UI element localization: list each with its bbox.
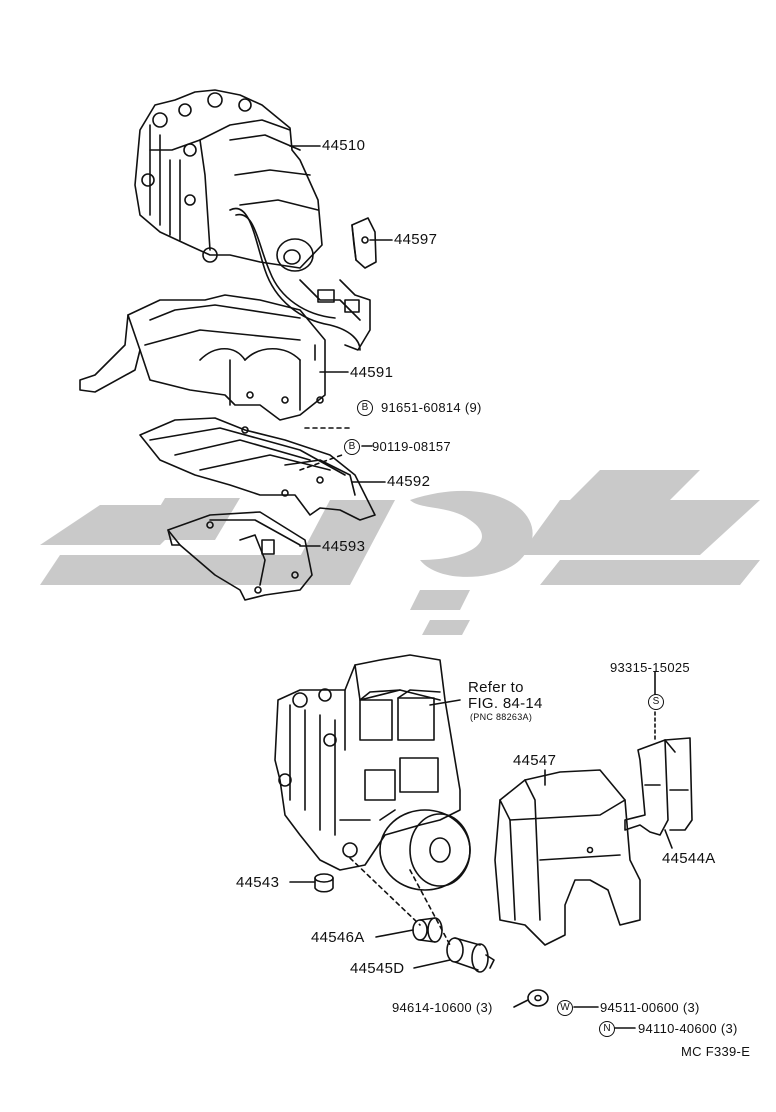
label-44592: 44592 [387,473,431,490]
refer-line1: Refer to [468,679,524,696]
badge-w-icon: W [557,1000,573,1016]
refer-line3: (PNC 88263A) [470,712,533,722]
badge-b-icon: B [344,439,360,455]
label-90119: 90119-08157 [372,439,451,454]
label-94614: 94614-10600 (3) [392,1000,493,1015]
washer-94614 [527,989,549,1007]
diagram-code: MC F339-E [681,1044,751,1059]
label-91651: 91651-60814 (9) [381,400,482,415]
bracket-44591 [79,294,326,421]
bracket-44544A [624,737,693,836]
grommet-44543 [314,873,334,893]
label-44593: 44593 [322,538,366,555]
cover-44547 [494,769,641,946]
clamp-44597 [351,217,377,269]
label-44591: 44591 [350,364,394,381]
label-44547: 44547 [513,752,557,769]
bracket-44593 [167,511,313,601]
label-93315: 93315-15025 [610,660,690,675]
badge-b-icon: B [357,400,373,416]
label-94110: 94110-40600 (3) [638,1021,738,1036]
abs-unit [274,654,471,891]
badge-n-icon: N [599,1021,615,1037]
part-44545D [446,937,495,973]
label-44543: 44543 [236,874,280,891]
label-94511: 94511-00600 (3) [600,1000,700,1015]
plate-44592 [139,417,376,521]
actuator-44510 [134,89,371,351]
label-44546A: 44546A [311,929,365,946]
label-44510: 44510 [322,137,366,154]
refer-line2: FIG. 84-14 [468,695,543,712]
badge-s-icon: S [648,694,664,710]
label-44597: 44597 [394,231,438,248]
label-44544A: 44544A [662,850,716,867]
label-44545D: 44545D [350,960,405,977]
